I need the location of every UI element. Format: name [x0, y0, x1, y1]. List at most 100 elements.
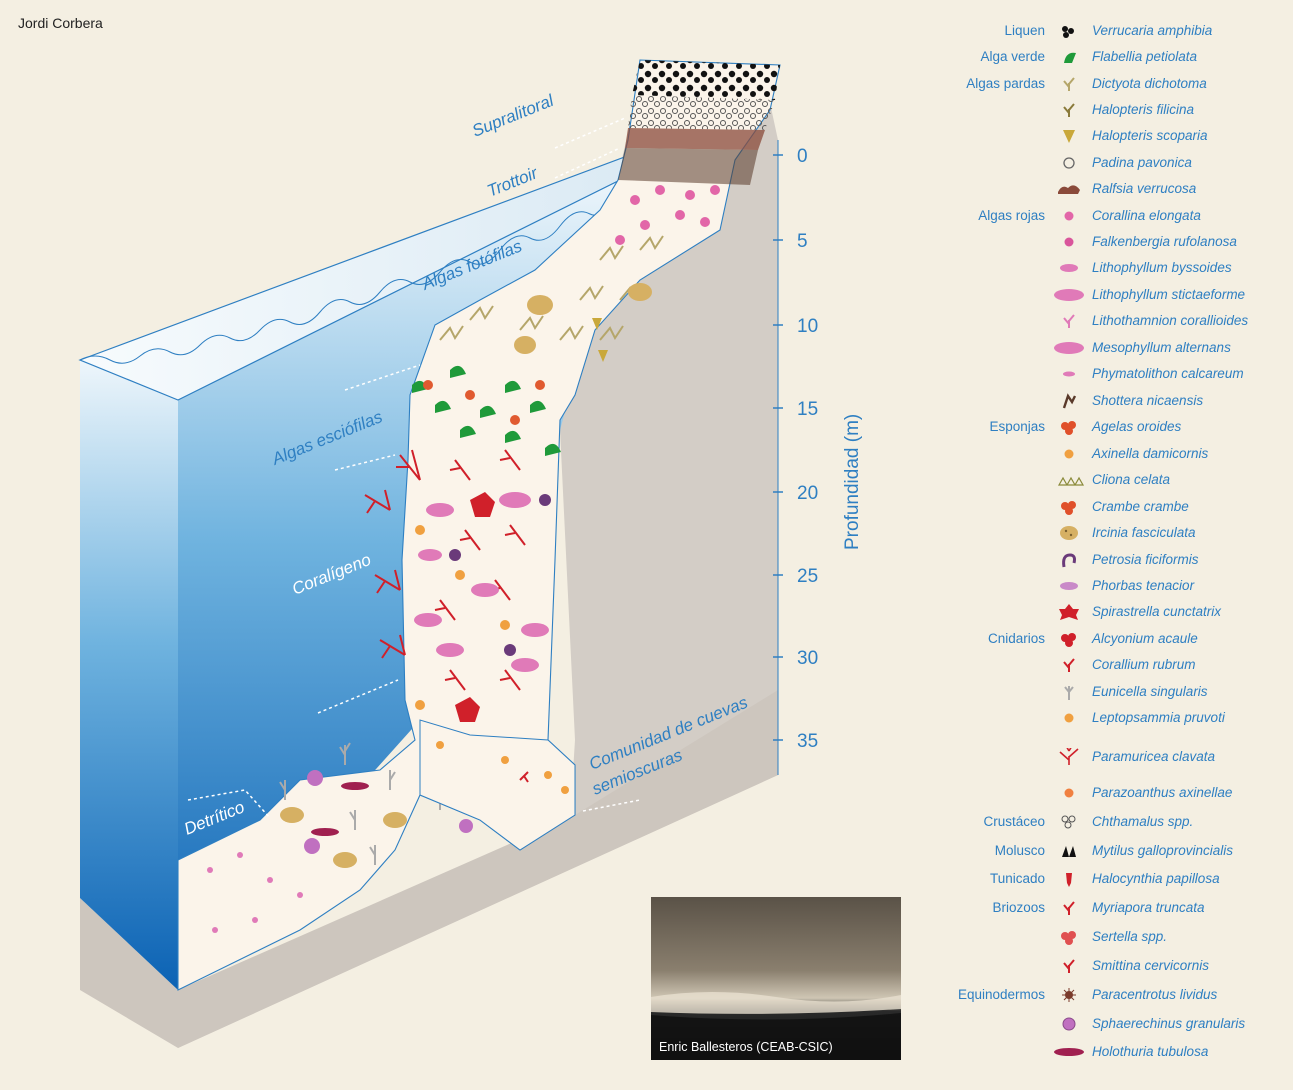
species-tiny-blob-icon: [1052, 365, 1086, 383]
species-mussels-icon: [1052, 842, 1086, 860]
species-barnacles-icon: [1052, 813, 1086, 831]
legend-group-label: Algas pardas: [966, 76, 1045, 91]
legend-row: Equinodermos Paracentrotus lividus: [940, 984, 1285, 1006]
species-lobed-sponge-icon: [1052, 418, 1086, 436]
legend-row: Holothuria tubulosa: [940, 1041, 1285, 1063]
depth-tick-15: 15: [797, 399, 818, 420]
water-front-face: [80, 360, 178, 990]
species-lobed-sponge-icon: [1052, 498, 1086, 516]
legend-row: TunicadoHalocynthia papillosa: [940, 868, 1285, 890]
photo-credit: Enric Ballesteros (CEAB-CSIC): [659, 1040, 833, 1054]
legend-species-name: Paracentrotus lividus: [1092, 987, 1217, 1002]
legend-species-name: Padina pavonica: [1092, 155, 1192, 170]
legend-group-label: Equinodermos: [958, 987, 1045, 1002]
depth-ruler: 0 5 10 15 20 25 30 35 Profundidad (m): [773, 140, 863, 775]
species-tube-sponge-icon: [1052, 551, 1086, 569]
species-flat-blob-icon: [1052, 259, 1086, 277]
legend-group-label: Briozoos: [992, 900, 1045, 915]
legend-row: Sphaerechinus granularis: [940, 1013, 1285, 1035]
legend-species-name: Verrucaria amphibia: [1092, 23, 1212, 38]
legend-row: Smittina cervicornis: [940, 955, 1285, 977]
legend-species-name: Lithophyllum byssoides: [1092, 260, 1232, 275]
legend-row: Cliona celata: [940, 469, 1285, 491]
depth-tick-25: 25: [797, 566, 818, 587]
species-small-blob-icon: [1052, 207, 1086, 225]
species-cone-alga-icon: [1052, 127, 1086, 145]
species-soft-coral-icon: [1052, 630, 1086, 648]
legend-group-label: Molusco: [995, 843, 1045, 858]
legend-row: Halopteris filicina: [940, 99, 1285, 121]
species-spotted-blob-icon: [1052, 524, 1086, 542]
legend-species-name: Chthamalus spp.: [1092, 814, 1193, 829]
legend-species-name: Alcyonium acaule: [1092, 631, 1198, 646]
species-bryozoan-branch-icon: [1052, 899, 1086, 917]
legend-species-name: Cliona celata: [1092, 472, 1170, 487]
legend-group-label: Crustáceo: [983, 814, 1045, 829]
species-urchin-icon: [1052, 986, 1086, 1004]
legend-species-name: Axinella damicornis: [1092, 446, 1208, 461]
species-lace-bryozoan-icon: [1052, 928, 1086, 946]
legend-species-name: Sertella spp.: [1092, 929, 1167, 944]
species-flat-blob-icon: [1052, 577, 1086, 595]
legend-species-name: Ralfsia verrucosa: [1092, 181, 1196, 196]
depth-tick-0: 0: [797, 146, 808, 167]
legend-species-name: Mytilus galloprovincialis: [1092, 843, 1233, 858]
legend-row: Corallium rubrum: [940, 654, 1285, 676]
species-fan-leaf-icon: [1052, 48, 1086, 66]
legend-row: Algas pardasDictyota dichotoma: [940, 73, 1285, 95]
legend-species-name: Sphaerechinus granularis: [1092, 1016, 1245, 1031]
legend-species-name: Lithophyllum stictaeforme: [1092, 287, 1245, 302]
species-twig-icon: [1052, 312, 1086, 330]
zone-label-supralitoral: Supralitoral: [469, 90, 557, 140]
legend-species-name: Shottera nicaensis: [1092, 393, 1203, 408]
legend-row: Esponjas Agelas oroides: [940, 416, 1285, 438]
mussel-band: [618, 148, 758, 185]
species-antler-bryozoan-icon: [1052, 957, 1086, 975]
legend-row: Alga verdeFlabellia petiolata: [940, 46, 1285, 68]
legend-row: Axinella damicornis: [940, 443, 1285, 465]
species-spiral-alga-icon: [1052, 154, 1086, 172]
legend-row: Ircinia fasciculata: [940, 522, 1285, 544]
depth-axis-title: Profundidad (m): [842, 414, 863, 550]
species-crust-icon: [1052, 180, 1086, 198]
legend-species-name: Myriapora truncata: [1092, 900, 1205, 915]
legend-species-name: Agelas oroides: [1092, 419, 1181, 434]
legend-row: Sertella spp.: [940, 926, 1285, 948]
legend-row: Phymatolithon calcareum: [940, 363, 1285, 385]
species-tunicate-icon: [1052, 870, 1086, 888]
legend-row: Ralfsia verrucosa: [940, 178, 1285, 200]
species-sea-cucumber-icon: [1052, 1043, 1086, 1061]
species-hook-alga-icon: [1052, 392, 1086, 410]
species-red-coral-icon: [1052, 656, 1086, 674]
species-feather-alga-icon: [1052, 101, 1086, 119]
legend-species-name: Parazoanthus axinellae: [1092, 785, 1232, 800]
legend-row: Halopteris scoparia: [940, 125, 1285, 147]
legend-species-name: Ircinia fasciculata: [1092, 525, 1196, 540]
legend-species-name: Smittina cervicornis: [1092, 958, 1209, 973]
legend-species-name: Flabellia petiolata: [1092, 49, 1197, 64]
legend-row: Eunicella singularis: [940, 681, 1285, 703]
legend-group-label: Esponjas: [989, 419, 1045, 434]
legend-row: Leptopsammia pruvoti: [940, 707, 1285, 729]
legend-row: Spirastrella cunctatrix: [940, 601, 1285, 623]
species-gorgonian-white-icon: [1052, 683, 1086, 701]
legend-species-name: Halocynthia papillosa: [1092, 871, 1220, 886]
ralfsia-band: [625, 128, 765, 150]
species-wide-blob-icon: [1052, 286, 1086, 304]
legend-row: Padina pavonica: [940, 152, 1285, 174]
legend-species-name: Leptopsammia pruvoti: [1092, 710, 1225, 725]
legend-species-name: Halopteris scoparia: [1092, 128, 1208, 143]
legend-species-name: Halopteris filicina: [1092, 102, 1194, 117]
legend-row: Mesophyllum alternans: [940, 337, 1285, 359]
depth-tick-35: 35: [797, 731, 818, 752]
depth-tick-5: 5: [797, 231, 808, 252]
depth-tick-20: 20: [797, 483, 818, 504]
legend-species-name: Paramuricea clavata: [1092, 749, 1215, 764]
legend-row: Molusco Mytilus galloprovincialis: [940, 840, 1285, 862]
species-round-urchin-icon: [1052, 1015, 1086, 1033]
legend-row: CnidariosAlcyonium acaule: [940, 628, 1285, 650]
legend-row: Phorbas tenacior: [940, 575, 1285, 597]
legend-species-name: Petrosia ficiformis: [1092, 552, 1199, 567]
legend-row: Lithophyllum byssoides: [940, 257, 1285, 279]
legend-row: Petrosia ficiformis: [940, 549, 1285, 571]
